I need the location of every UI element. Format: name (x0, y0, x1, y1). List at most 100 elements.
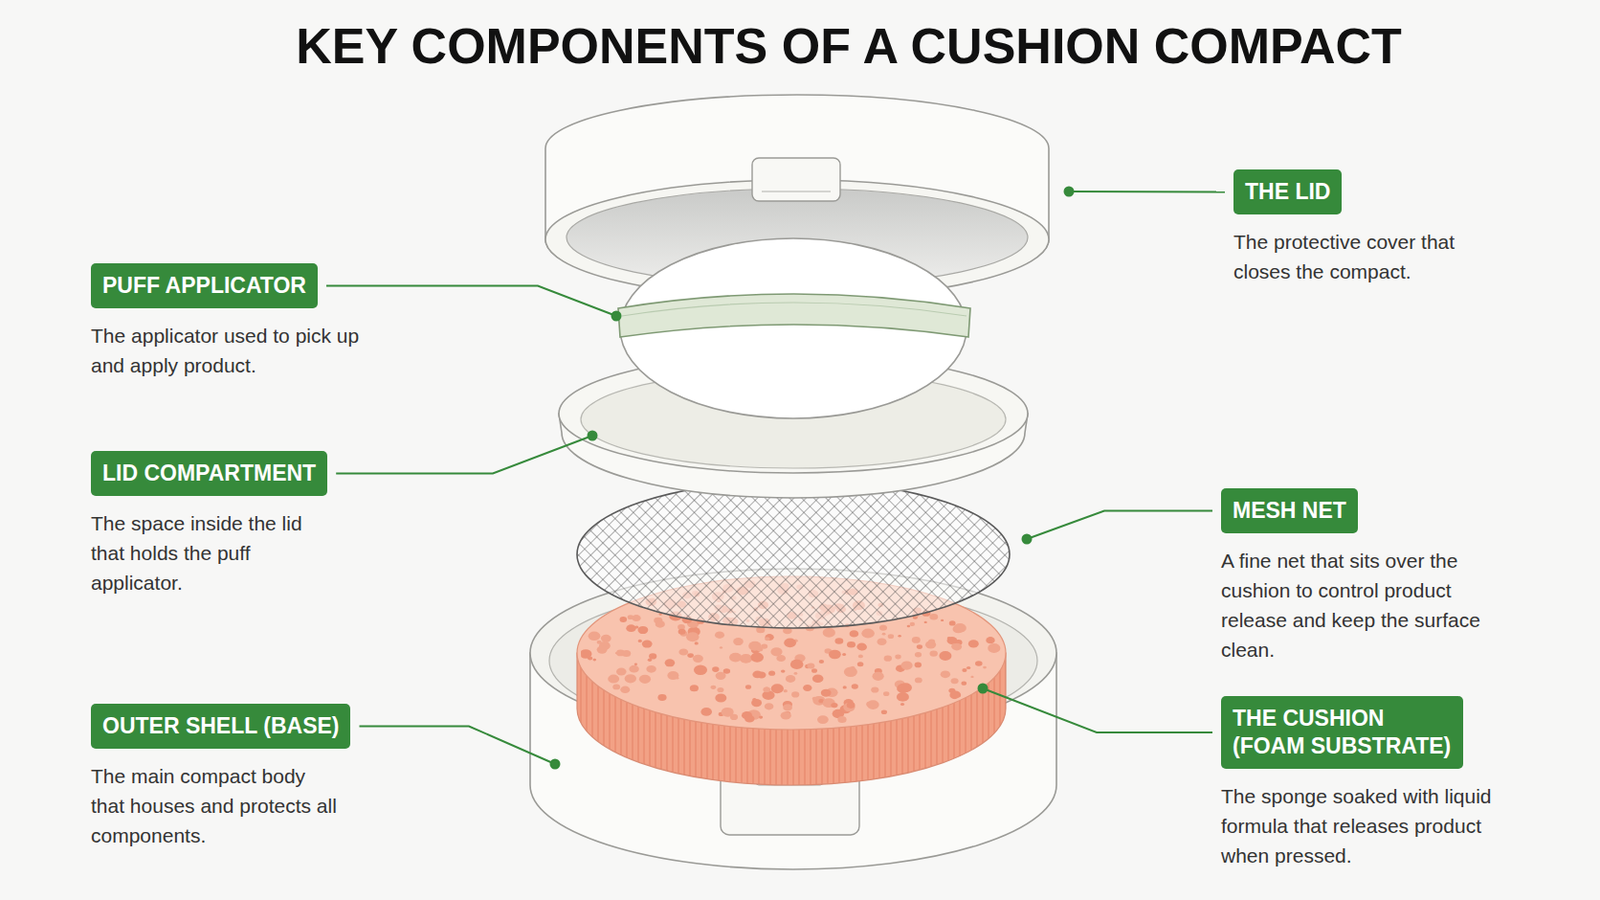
foam-pore (714, 693, 727, 703)
foam-pore (628, 665, 639, 673)
foam-pore (914, 662, 922, 668)
foam-pore (765, 687, 770, 690)
puff-applicator-part (618, 293, 971, 337)
leader-line (1068, 190, 1225, 194)
foam-pore (914, 651, 922, 657)
foam-pore (593, 658, 598, 662)
foam-pore (758, 715, 763, 719)
foam-pore (686, 631, 699, 642)
foam-pore (744, 714, 755, 723)
foam-pore (907, 624, 911, 628)
foam-pore (711, 685, 717, 689)
leader-dot (587, 430, 599, 442)
mesh-net-part (577, 480, 1010, 628)
foam-pore (872, 671, 885, 681)
callout-label: PUFF APPLICATORThe applicator used to pi… (90, 263, 369, 380)
foam-pore (616, 667, 627, 676)
foam-pore (882, 632, 887, 636)
foam-pore (752, 670, 762, 679)
label-description: The protective cover that closes the com… (1233, 226, 1502, 287)
foam-pore (768, 670, 776, 676)
foam-pore (764, 633, 774, 641)
label-heading: MESH NET (1221, 488, 1358, 534)
foam-pore (897, 634, 901, 637)
callout-label: MESH NETA fine net that sits over the cu… (1221, 488, 1509, 665)
foam-pore (625, 623, 636, 632)
leader-dot (977, 683, 989, 694)
foam-pore (782, 703, 793, 711)
foam-pore (968, 639, 979, 647)
foam-pore (975, 660, 983, 667)
foam-pore (940, 619, 944, 622)
foam-pore (881, 710, 888, 715)
foam-pore (896, 691, 910, 702)
foam-pore (849, 629, 860, 637)
foam-pore (657, 693, 667, 701)
leader-line (359, 726, 556, 765)
puff-applicator (618, 238, 971, 419)
foam-pore (780, 668, 786, 672)
foam-pore (616, 649, 625, 657)
foam-pore (916, 644, 923, 649)
foam-pore (911, 636, 921, 644)
foam-pore (982, 666, 987, 669)
foam-pore (899, 682, 912, 692)
foam-pore (830, 702, 838, 708)
foam-pore (642, 640, 653, 648)
foam-pore (620, 616, 628, 623)
foam-pore (947, 636, 952, 640)
foam-pore (750, 652, 764, 663)
foam-pore (870, 686, 879, 692)
foam-pore (828, 649, 842, 660)
foam-pore (764, 636, 770, 641)
foam-pore (812, 674, 824, 684)
foam-pore (770, 646, 782, 656)
foam-pore (811, 667, 818, 673)
foam-pore (745, 684, 752, 689)
foam-pore (780, 711, 792, 719)
foam-pore (678, 628, 687, 635)
foam-pore (843, 685, 847, 689)
foam-pore (689, 684, 699, 691)
foam-pore (858, 654, 864, 659)
foam-pore (639, 674, 651, 684)
foam-pore (951, 677, 959, 684)
foam-pore (857, 661, 865, 667)
foam-pore (894, 654, 901, 660)
foam-pore (966, 666, 971, 669)
foam-pore (762, 686, 771, 692)
foam-pore (791, 690, 800, 697)
foam-pore (733, 637, 744, 645)
label-description: The space inside the lid that holds the … (90, 508, 336, 598)
foam-pore (783, 638, 797, 648)
foam-pore (883, 690, 889, 696)
lid-part (752, 157, 841, 201)
foam-pore (879, 624, 888, 631)
foam-pore (819, 659, 824, 664)
foam-pore (835, 637, 845, 645)
leader-dot (1022, 533, 1033, 545)
foam-pore (928, 638, 935, 644)
mesh-net (577, 480, 1010, 628)
foam-pore (624, 673, 637, 683)
foam-pore (666, 670, 679, 680)
lid-part (761, 190, 831, 192)
foam-pore (806, 663, 815, 669)
label-heading: PUFF APPLICATOR (90, 263, 318, 309)
foam-pore (842, 652, 846, 656)
foam-pore (812, 696, 818, 701)
foam-pore (822, 627, 836, 638)
foam-pore (949, 690, 961, 700)
callout-label: LID COMPARTMENTThe space inside the lid … (90, 450, 336, 598)
foam-pore (947, 636, 958, 645)
foam-pore (938, 650, 952, 661)
foam-pore (846, 641, 856, 648)
foam-pore (940, 669, 951, 678)
foam-pore (951, 643, 959, 649)
foam-pore (693, 665, 708, 675)
callout-label: THE LIDThe protective cover that closes … (1233, 169, 1502, 287)
foam-pore (631, 614, 641, 622)
foam-pore (764, 702, 775, 710)
foam-pore (620, 686, 630, 693)
label-heading: THE CUSHION (FOAM SUBSTRATE) (1221, 695, 1464, 769)
